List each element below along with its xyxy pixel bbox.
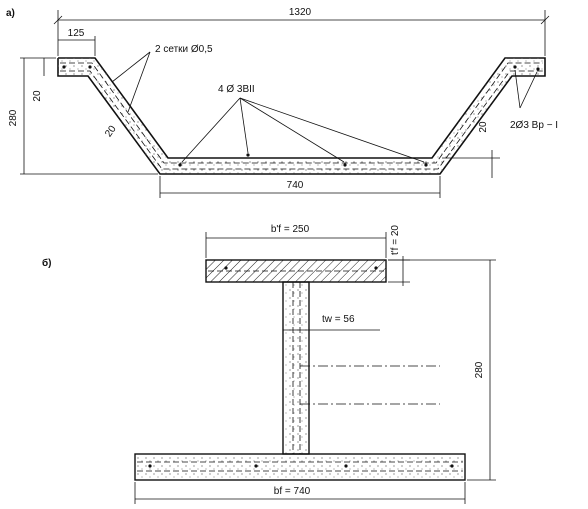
dim-20-slope-text: 20 bbox=[103, 123, 119, 139]
rebar-dot bbox=[344, 464, 348, 468]
rebar-dot bbox=[178, 163, 182, 167]
dim-web-text: tw = 56 bbox=[322, 314, 355, 325]
trough-concrete-fill bbox=[58, 58, 545, 174]
dim-flange-thk-text: t'f = 20 bbox=[390, 225, 401, 255]
rebar-dot bbox=[246, 153, 250, 157]
top-flange bbox=[205, 259, 387, 283]
rebar-dot bbox=[536, 67, 540, 71]
rebar-dot bbox=[148, 464, 152, 468]
dim-20-right-text: 20 bbox=[478, 121, 489, 133]
leader-line bbox=[111, 51, 151, 83]
callout-wire-text: 2Ø3 Bр − I bbox=[510, 120, 558, 131]
dim-top-flange-text: b'f = 250 bbox=[271, 224, 310, 235]
section-a-label: а) bbox=[6, 8, 15, 19]
leader-line bbox=[239, 97, 249, 154]
mesh-line-upper bbox=[60, 62, 543, 164]
dim-height-text: 280 bbox=[8, 109, 19, 126]
rebar-dot bbox=[424, 163, 428, 167]
rebar-dot bbox=[450, 464, 454, 468]
rebar-dot bbox=[343, 163, 347, 167]
rebar-dot bbox=[513, 65, 517, 69]
section-b-label: б) bbox=[42, 257, 52, 269]
rebar-dot bbox=[88, 65, 92, 69]
web bbox=[282, 281, 310, 455]
rebar-dot bbox=[224, 266, 228, 270]
rebar-dot bbox=[254, 464, 258, 468]
dim-flange-text: 125 bbox=[68, 28, 85, 39]
dim-20-left-text: 20 bbox=[32, 90, 43, 102]
leader-line bbox=[514, 69, 521, 109]
dim-height-b-text: 280 bbox=[474, 361, 485, 378]
callout-mesh-text: 2 сетки Ø0,5 bbox=[155, 44, 213, 55]
leader-line bbox=[239, 97, 345, 163]
leader-line bbox=[519, 71, 538, 109]
dim-tick bbox=[53, 15, 63, 25]
section-a: а) 1320 125 280 20 bbox=[6, 7, 558, 198]
rebar-dot bbox=[62, 65, 66, 69]
callout-bars-text: 4 Ø 3ВII bbox=[218, 84, 255, 95]
dim-bottom-flange-text: bf = 740 bbox=[274, 486, 311, 497]
rebar-dot bbox=[374, 266, 378, 270]
leader-line bbox=[127, 51, 151, 113]
section-b: б) b'f = 250 t'f = 20 tw = 56 bbox=[42, 224, 496, 504]
dim-bottom-text: 740 bbox=[287, 180, 304, 191]
leader-line bbox=[239, 97, 425, 163]
dim-total-text: 1320 bbox=[289, 7, 312, 18]
bottom-flange bbox=[134, 453, 466, 481]
leader-line bbox=[181, 97, 241, 163]
dim-tick bbox=[540, 15, 550, 25]
